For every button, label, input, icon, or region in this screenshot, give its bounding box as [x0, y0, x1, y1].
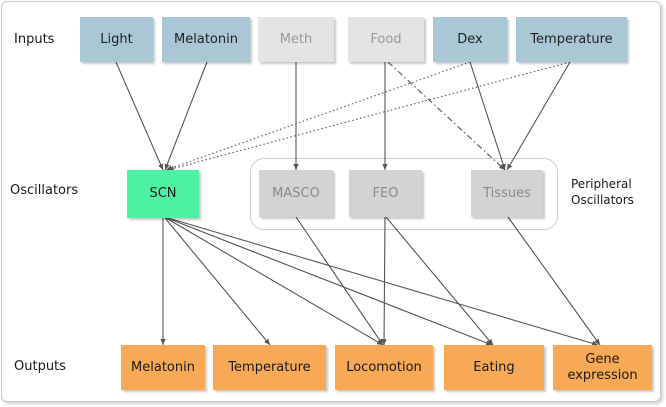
edge-scn-eating — [166, 217, 493, 346]
edge-temperature-scn — [167, 61, 571, 172]
edge-scn-locomotion — [165, 217, 384, 346]
output-gene-expression-line1: Gene — [585, 351, 620, 367]
edge-light-scn — [115, 61, 164, 171]
edge-masco-locomotion — [295, 216, 384, 346]
edge-feo-eating — [385, 216, 494, 346]
edge-scn-temperature — [164, 217, 271, 346]
input-meth: Meth — [258, 17, 334, 62]
output-gene-expression-line2: expression — [567, 367, 638, 383]
row-label-inputs: Inputs — [14, 32, 55, 47]
oscillator-tissues: Tissues — [471, 170, 543, 217]
input-temperature: Temperature — [516, 17, 627, 62]
edge-melatonin-scn — [164, 61, 208, 171]
oscillator-scn: SCN — [127, 170, 199, 218]
edge-tissues-gene-expression — [507, 216, 601, 346]
edge-temperature-tissues — [506, 61, 571, 171]
output-melatonin: Melatonin — [121, 345, 205, 390]
output-temperature: Temperature — [213, 345, 326, 390]
output-gene-expression: Gene expression — [553, 345, 652, 390]
input-food: Food — [348, 17, 424, 62]
edge-dex-scn — [165, 61, 471, 171]
peripheral-label-line2: Oscillators — [571, 192, 634, 207]
peripheral-oscillators-label: Peripheral Oscillators — [571, 177, 634, 208]
input-melatonin: Melatonin — [162, 17, 250, 62]
row-label-oscillators: Oscillators — [10, 183, 79, 198]
edge-scn-gene-expression — [167, 217, 599, 346]
row-label-outputs: Outputs — [14, 359, 66, 374]
edge-dex-tissues — [469, 61, 506, 171]
input-dex: Dex — [433, 17, 507, 62]
oscillator-feo: FEO — [349, 170, 422, 217]
input-light: Light — [80, 17, 153, 62]
oscillator-masco: MASCO — [259, 170, 333, 217]
peripheral-label-line1: Peripheral — [571, 177, 632, 191]
edge-feo-locomotion — [381, 216, 387, 346]
output-locomotion: Locomotion — [335, 345, 433, 390]
output-eating: Eating — [444, 345, 544, 390]
